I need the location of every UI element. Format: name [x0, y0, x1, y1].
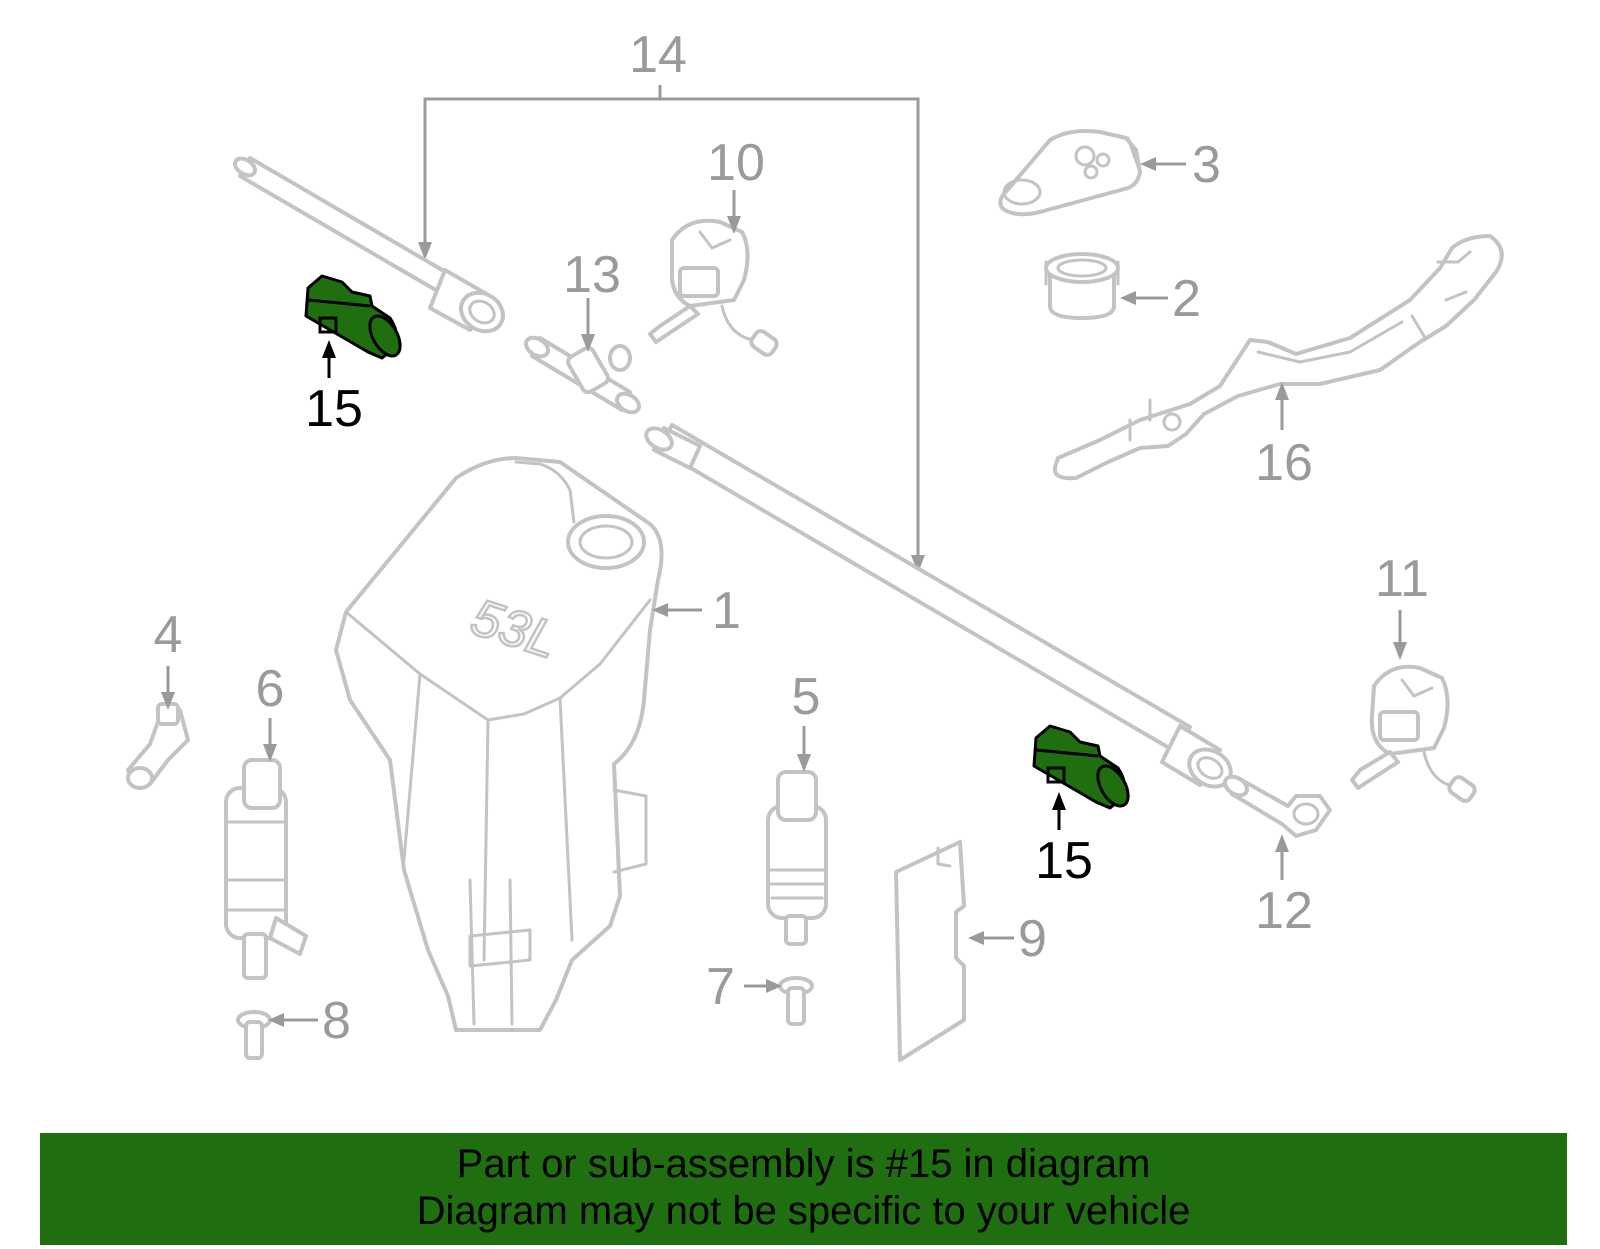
callout-13: 13: [563, 246, 621, 304]
callout-8: 8: [322, 992, 351, 1050]
part-16-bracket: [1053, 234, 1504, 481]
callout-9: 9: [1018, 910, 1047, 968]
part-12-elbow-connector: [1222, 774, 1332, 838]
part-3-cap: [998, 129, 1142, 217]
callout-4: 4: [154, 606, 183, 664]
part-15-clip-upper: [304, 274, 402, 360]
part-9-cover-panel: [894, 840, 966, 1062]
lower-hose: [644, 423, 1233, 789]
part-1-reservoir: 53L: [334, 456, 664, 1032]
callout-1: 1: [712, 582, 741, 640]
callout-11: 11: [1375, 550, 1429, 608]
callout-10: 10: [707, 134, 765, 192]
part-11-washer-nozzle: [1350, 664, 1477, 803]
banner-line-disclaimer: Diagram may not be specific to your vehi…: [416, 1189, 1191, 1233]
part-4-elbow-fitting: [126, 702, 190, 790]
callout-12: 12: [1255, 882, 1313, 940]
banner-line-part: Part or sub-assembly is #15 in diagram: [456, 1142, 1151, 1186]
part-15-clip-lower: [1032, 724, 1130, 810]
part-10-washer-nozzle: [648, 218, 779, 357]
callout-14: 14: [629, 26, 687, 84]
callout-15-lower: 15: [1035, 832, 1093, 890]
part-5-pump: [766, 770, 828, 946]
info-banner: Part or sub-assembly is #15 in diagram D…: [40, 1133, 1567, 1245]
part-8-grommet: [236, 1010, 272, 1060]
part-2-cap-ring: [1044, 252, 1120, 320]
part-13-tee-connector: [523, 335, 642, 415]
callout-6: 6: [256, 660, 285, 718]
callout-16: 16: [1255, 434, 1313, 492]
upper-hose: [232, 156, 505, 334]
part-7-grommet: [778, 976, 814, 1026]
callout-2: 2: [1172, 270, 1201, 328]
diagram-canvas: 14 13 10: [126, 26, 1504, 1062]
callout-15-upper: 15: [305, 380, 363, 438]
callout-14-leader: [418, 85, 925, 573]
part-6-pump: [224, 758, 308, 980]
callout-7: 7: [706, 958, 735, 1016]
callout-5: 5: [792, 668, 821, 726]
callout-3: 3: [1192, 136, 1221, 194]
